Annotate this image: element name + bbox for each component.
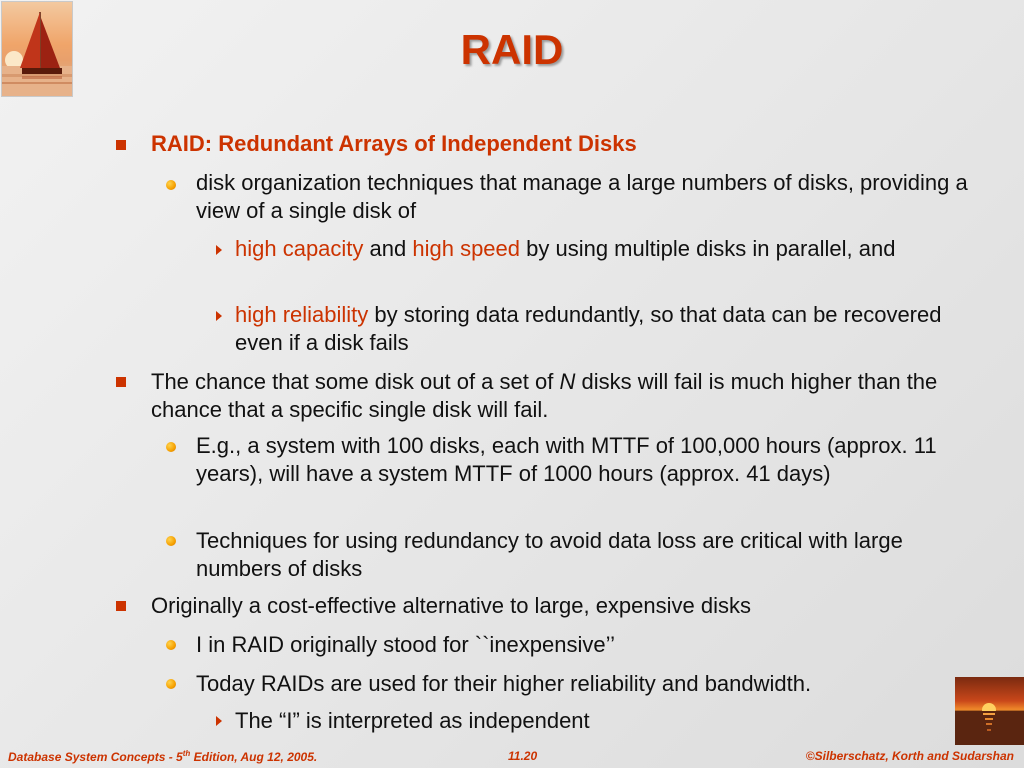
bullet-redundancy-techniques: Techniques for using redundancy to avoid… [196,528,903,581]
text-chance-rest: disks will fail is much higher than the … [151,369,938,422]
slide-footer: Database System Concepts - 5th Edition, … [0,745,1024,768]
dot-bullet-icon [166,180,176,190]
bullet-failure-chance: The chance that some disk out of a set o… [151,368,981,424]
arrow-bullet-icon [216,311,222,321]
footer-copyright: ©Silberschatz, Korth and Sudarshan [805,749,1014,763]
sailboat-logo [1,1,73,97]
sunset-image [955,677,1024,745]
dot-bullet-icon [166,536,176,546]
text-n: N [559,369,576,394]
arrow-bullet-icon [216,245,222,255]
bullet-today-raids: Today RAIDs are used for their higher re… [196,671,812,696]
dot-bullet-icon [166,640,176,650]
bullet-capacity-speed: high capacity and high speed by using mu… [235,235,975,263]
text-high-capacity: high capacity [235,236,364,261]
footer-book-name: Database System Concepts - 5 [8,750,183,764]
footer-edition-sup: th [182,749,191,758]
bullet-reliability: high reliability by storing data redunda… [235,301,975,357]
dot-bullet-icon [166,679,176,689]
bullet-cost-effective: Originally a cost-effective alternative … [151,593,751,618]
square-bullet-icon [116,601,126,611]
text-parallel: by using multiple disks in parallel, and [520,236,896,261]
square-bullet-icon [116,140,126,150]
bullet-independent: The “I” is interpreted as independent [235,708,590,733]
text-chance: The chance that some disk out of a set o… [151,369,560,394]
footer-book-title: Database System Concepts - 5th Edition, … [8,749,317,764]
page-number: 11.20 [508,749,538,763]
bullet-mttf-example: E.g., a system with 100 disks, each with… [196,433,937,486]
sunset-icon [955,703,1024,745]
text-high-speed: high speed [412,236,521,261]
text-and: and [363,236,413,261]
arrow-bullet-icon [216,716,222,726]
square-bullet-icon [116,377,126,387]
dot-bullet-icon [166,442,176,452]
bullet-disk-organization: disk organization techniques that manage… [196,170,968,223]
footer-edition-date: Edition, Aug 12, 2005. [190,750,318,764]
text-high-reliability: high reliability [235,302,369,327]
slide-title: RAID [460,26,564,73]
text-redundantly: by storing data redundantly, so that dat… [235,302,942,355]
bullet-inexpensive: I in RAID originally stood for ``inexpen… [196,632,615,657]
bullet-raid-definition: RAID: Redundant Arrays of Independent Di… [151,131,637,156]
sailboat-icon [2,12,72,96]
